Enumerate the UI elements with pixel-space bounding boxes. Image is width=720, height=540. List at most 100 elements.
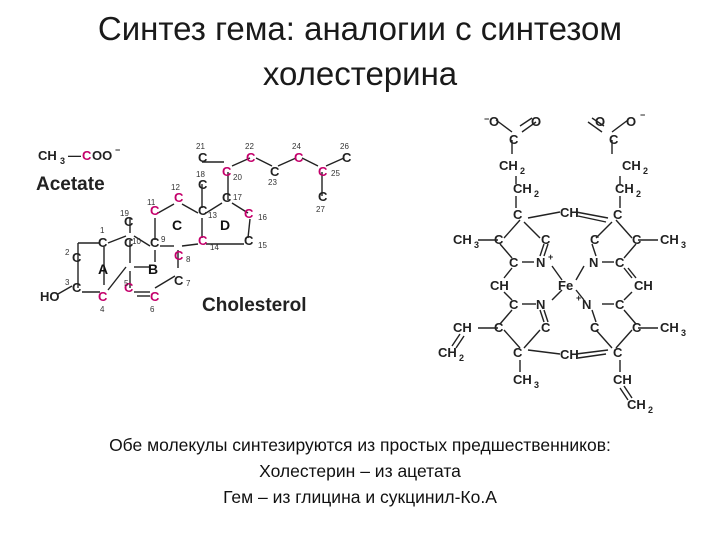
ring-label-a: A [98,261,108,277]
chol-num-24: 24 [292,142,301,151]
chol-c15: C [244,233,254,248]
chol-c17: C [222,190,232,205]
chol-num-13: 13 [208,211,217,220]
heme-ch2-right-1-sub: 2 [643,166,648,176]
heme-o-right-1: O [595,114,605,129]
heme-ch3-bottom-sub: 3 [534,380,539,390]
heme-ch2-left-1-sub: 2 [520,166,525,176]
heme-c-b1: C [613,207,623,222]
chol-c26: C [342,150,352,165]
heme-ch-bottom: CH [560,347,579,362]
heme-ch2-right-2-sub: 2 [636,189,641,199]
heme-ch2-right-1: CH [622,158,641,173]
acetate-ch3: CH [38,148,57,163]
chol-c14: C [198,233,208,248]
ring-label-c: C [172,217,182,233]
chol-num-15: 15 [258,241,267,250]
acetate-carbon: C [82,148,92,163]
chol-num-22: 22 [245,142,254,151]
chol-c10: C [124,235,134,250]
chol-num-8: 8 [186,255,191,264]
chol-c9: C [150,235,160,250]
ring-label-b: B [148,261,158,277]
heme-n-4: N [582,297,591,312]
chol-num-27: 27 [316,205,325,214]
chol-num-16: 16 [258,213,267,222]
heme-n-3: N [536,297,545,312]
acetate-label: Acetate [36,174,105,195]
acetate-oo: OO [92,148,112,163]
heme-ch3-right-bottom: CH [660,320,679,335]
heme-c-a3: C [541,232,551,247]
heme-bonds [451,117,658,401]
heme-ch2-left-2: CH [513,181,532,196]
chol-num-7: 7 [186,279,191,288]
heme-ch3-bottom: CH [513,372,532,387]
heme-c-right-carboxyl: C [609,132,619,147]
heme-ch2-left-2-sub: 2 [534,189,539,199]
chol-num-10: 10 [132,237,141,246]
heme-ch3-left-sub: 3 [474,240,479,250]
chol-c20: C [222,164,232,179]
heme-ch3-left: CH [453,232,472,247]
chol-c25: C [318,164,328,179]
heme-ch-right: CH [634,278,653,293]
chol-c11: C [150,203,160,218]
heme-ch2-vinyl-right: CH [627,397,646,412]
caption-line-1: Обе молекулы синтезируются из простых пр… [109,435,611,455]
heme-c-d2: C [590,320,600,335]
chol-num-19: 19 [120,209,129,218]
cholesterol-structure [57,157,345,297]
chol-num-12: 12 [171,183,180,192]
caption: Обе молекулы синтезируются из простых пр… [0,432,720,510]
chol-c13: C [198,203,208,218]
chol-c24: C [294,150,304,165]
heme-n4-plus: + [576,293,581,303]
heme-ch-vinyl-right: CH [613,372,632,387]
chol-num-6: 6 [150,305,155,314]
heme-ch3-right: CH [660,232,679,247]
caption-line-3: Гем – из глицина и сукцинил-Ко.А [223,487,497,507]
cholesterol-atoms: C C C C C C C C C C C C C C C C C C C C … [40,150,352,316]
cholesterol-numbers: 1 2 3 4 5 6 7 8 9 10 11 12 13 14 15 16 1… [65,142,349,314]
chol-num-14: 14 [210,243,219,252]
heme-c-c1: C [509,297,519,312]
heme-c-a4: C [509,255,519,270]
chol-num-18: 18 [196,170,205,179]
chol-num-23: 23 [268,178,277,187]
slide-title-line-1: Синтез гема: аналогии с синтезом [97,10,623,47]
chol-c1: C [98,235,108,250]
chol-c7: C [174,273,184,288]
cholesterol-label: Cholesterol [202,295,307,316]
acetate-dash: — [68,148,81,163]
heme-ch2-vinyl-left-sub: 2 [459,353,464,363]
heme-o-left-1: O [489,114,499,129]
heme-c-c4: C [513,345,523,360]
chol-num-11: 11 [147,198,156,207]
heme-c-b4: C [615,255,625,270]
chol-num-26: 26 [340,142,349,151]
heme-o-minus-right: − [640,110,645,120]
heme-ch3-right-bottom-sub: 3 [681,328,686,338]
chol-num-9: 9 [161,235,166,244]
heme-c-d3: C [632,320,642,335]
heme-n1-plus: + [548,252,553,262]
heme-ch-vinyl-left: CH [453,320,472,335]
heme-ch3-right-sub: 3 [681,240,686,250]
heme-atoms: − O O C CH 2 CH 2 C O O − C CH 2 CH 2 C … [438,110,686,415]
chol-c27: C [318,189,328,204]
chol-num-2: 2 [65,248,70,257]
chol-num-1: 1 [100,226,105,235]
heme-ch2-vinyl-right-sub: 2 [648,405,653,415]
heme-c-b3: C [632,232,642,247]
chol-c2: C [72,250,82,265]
chol-c8: C [174,248,184,263]
heme-c-b2: C [590,232,600,247]
heme-c-a2: C [494,232,504,247]
chol-c5: C [124,280,134,295]
acetate-ch3-sub: 3 [60,156,65,166]
heme-fe: Fe [558,278,573,293]
chol-hydroxyl: HO [40,289,60,304]
heme-ch2-right-2: CH [615,181,634,196]
heme-ch-left: CH [490,278,509,293]
